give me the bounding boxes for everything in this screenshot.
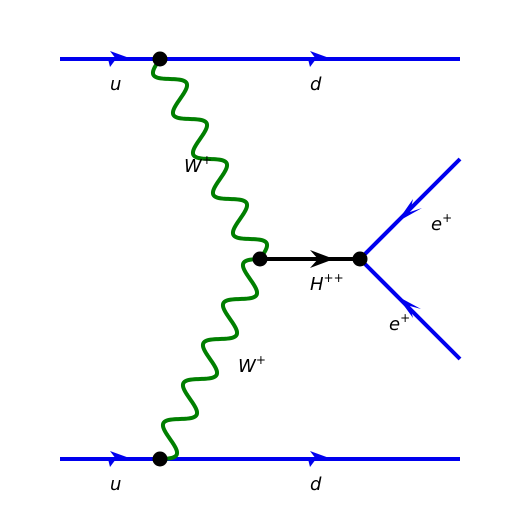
positron-upper-arrow-icon <box>397 199 422 222</box>
label-d-top: d <box>310 74 322 95</box>
vertex-higgs-decay <box>352 251 368 267</box>
label-w-top-sup: + <box>202 153 212 167</box>
label-e-upper-base: e <box>431 214 442 235</box>
vertex-top <box>152 51 168 67</box>
bottom-quark-line <box>60 451 460 467</box>
label-e-lower-base: e <box>389 314 400 335</box>
label-u-bottom: u <box>110 474 121 495</box>
label-w-top: W+ <box>184 153 212 177</box>
w-boson-top-line <box>150 57 270 261</box>
bottom-u-arrow-icon <box>108 451 132 467</box>
top-d-arrow-icon <box>308 51 332 67</box>
label-w-bottom-base: W <box>238 356 257 377</box>
label-w-bottom-sup: + <box>256 353 266 367</box>
label-higgs: H++ <box>310 271 344 295</box>
vertex-center <box>252 251 268 267</box>
higgs-arrow-icon <box>310 250 334 268</box>
positron-lower-arrow-icon <box>397 296 421 318</box>
top-u-arrow-icon <box>108 51 132 67</box>
label-e-upper-sup: + <box>442 211 452 225</box>
positron-lower-line <box>358 257 462 361</box>
positron-upper-line <box>358 157 462 261</box>
w-boson-bottom-line <box>158 257 262 461</box>
higgs-propagator <box>260 250 360 268</box>
label-higgs-base: H <box>310 274 324 295</box>
label-w-top-base: W <box>184 156 203 177</box>
label-e-lower-sup: + <box>400 311 410 325</box>
label-u-top: u <box>110 74 121 95</box>
top-quark-line <box>60 51 460 67</box>
label-w-bottom: W+ <box>238 353 266 377</box>
label-higgs-sup: ++ <box>324 271 344 285</box>
label-e-upper: e+ <box>431 211 452 235</box>
bottom-d-arrow-icon <box>308 451 332 467</box>
label-d-bottom: d <box>310 474 322 495</box>
label-e-lower: e+ <box>389 311 410 335</box>
vertex-bottom <box>152 451 168 467</box>
